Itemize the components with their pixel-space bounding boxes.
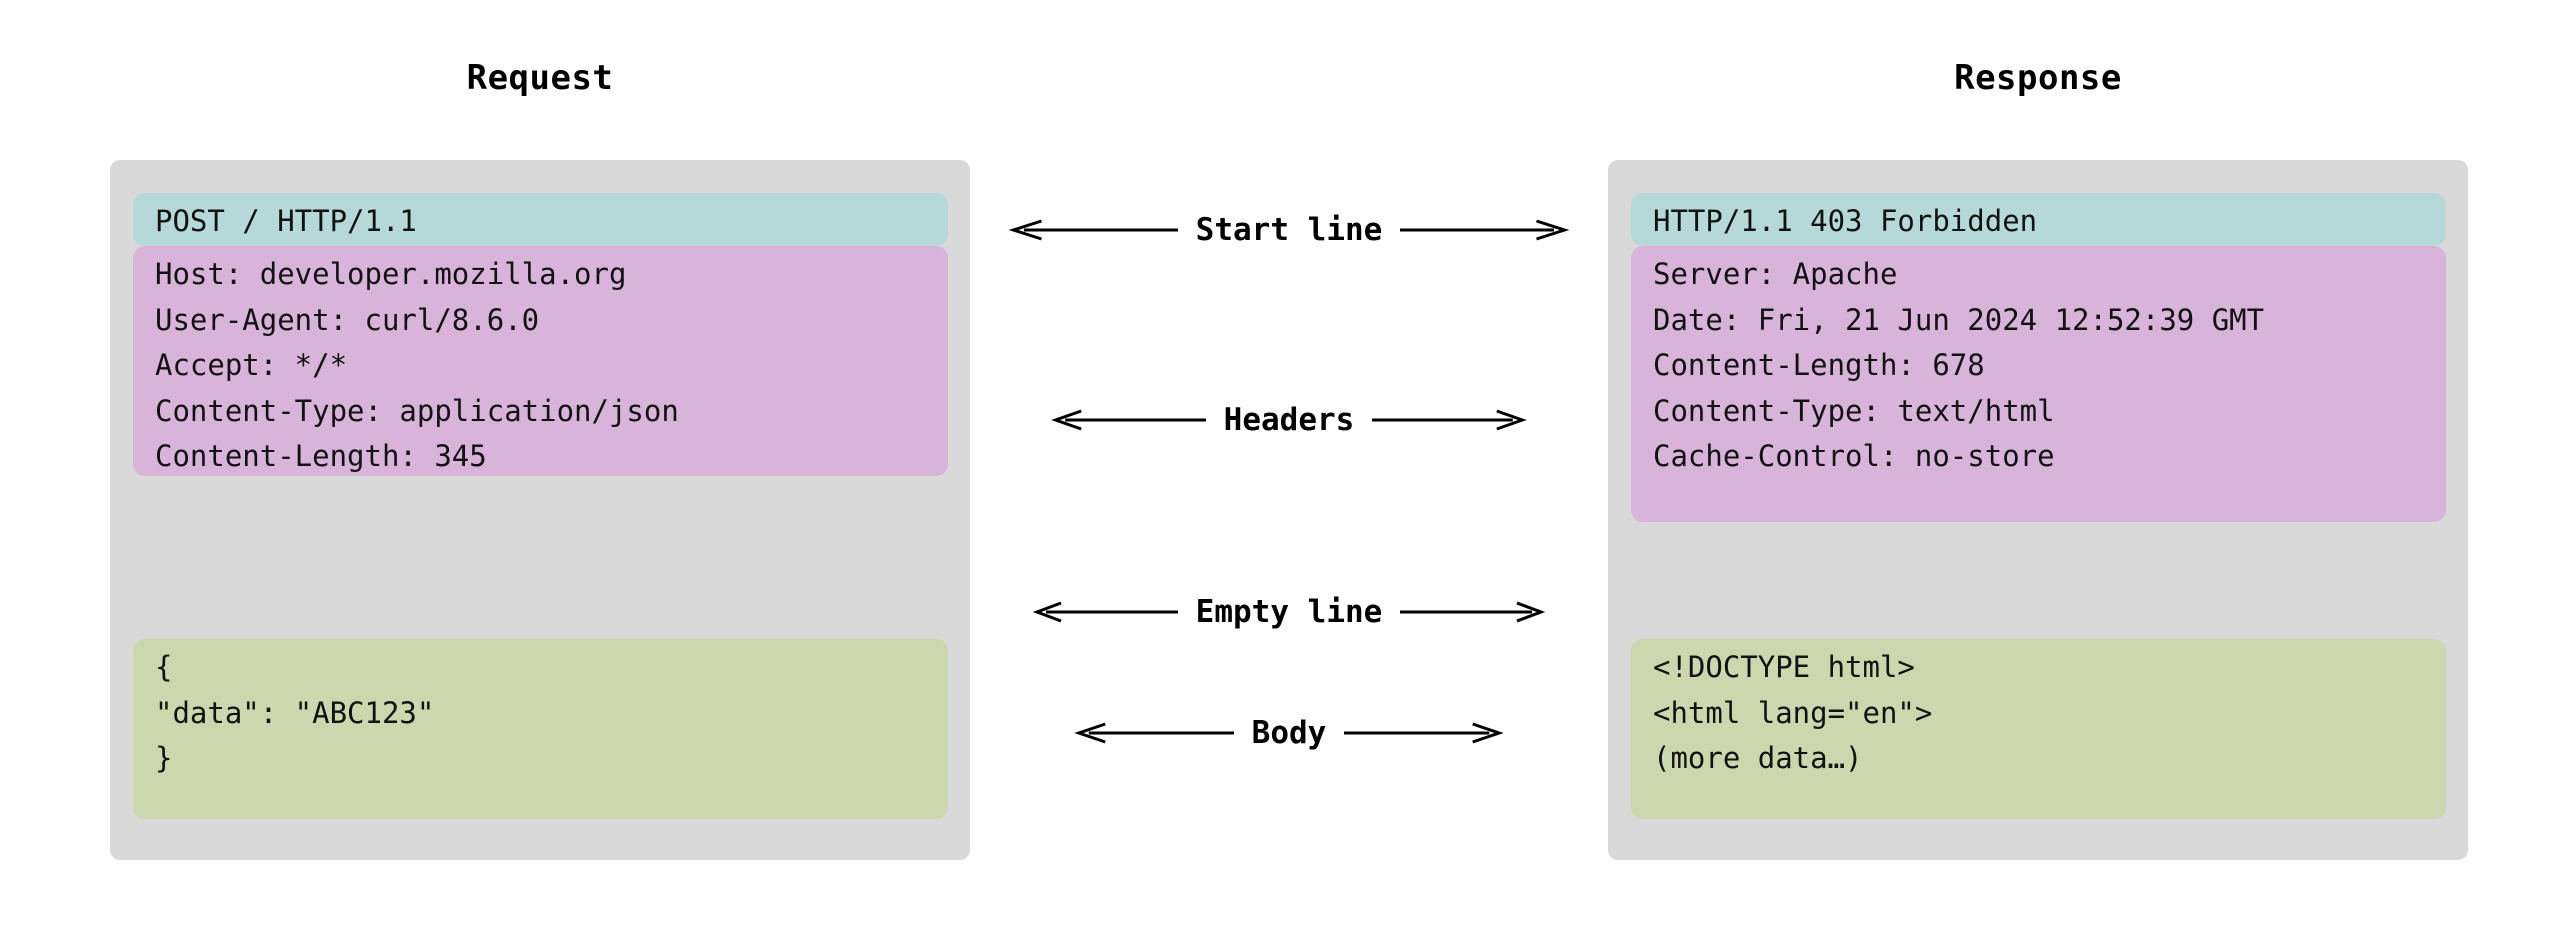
arrow-right-icon [1372, 407, 1532, 433]
request-start-line-text: POST / HTTP/1.1 [155, 204, 417, 238]
response-start-line-block: HTTP/1.1 403 Forbidden [1631, 193, 2446, 246]
arrow-left-icon [1069, 720, 1234, 746]
response-header-line: Server: Apache [1653, 257, 1898, 291]
annotation-body: Body [970, 711, 1608, 755]
request-body-line: { [155, 650, 173, 684]
response-header-line: Cache-Control: no-store [1653, 439, 2055, 473]
request-header-line: Content-Type: application/json [155, 393, 679, 428]
response-header-line: Content-Length: 678 [1653, 348, 1985, 382]
request-body-block: { "data": "ABC123" } [133, 639, 948, 819]
annotation-label: Body [1251, 715, 1327, 751]
arrow-left-icon [1046, 407, 1206, 433]
request-header-line: Accept: */* [155, 348, 348, 382]
request-headers-block: Host: developer.mozilla.org User-Agent: … [133, 246, 948, 476]
response-header-line: Date: Fri, 21 Jun 2024 12:52:39 GMT [1653, 302, 2265, 337]
response-body-line: <html lang="en"> [1653, 695, 1933, 730]
response-start-line-text: HTTP/1.1 403 Forbidden [1653, 204, 2038, 238]
request-header-line: Content-Length: 345 [155, 439, 487, 473]
annotation-label: Start line [1195, 212, 1383, 248]
arrow-right-icon [1400, 599, 1550, 625]
request-body-line: } [155, 741, 173, 775]
request-column-title: Request [466, 58, 614, 98]
annotation-start-line: Start line [970, 208, 1608, 252]
arrow-right-icon [1344, 720, 1509, 746]
response-body-line: <!DOCTYPE html> [1653, 650, 1915, 684]
response-headers-block: Server: Apache Date: Fri, 21 Jun 2024 12… [1631, 246, 2446, 522]
response-body-line: (more data…) [1653, 741, 1863, 775]
response-body-block: <!DOCTYPE html> <html lang="en"> (more d… [1631, 639, 2446, 819]
request-header-line: User-Agent: curl/8.6.0 [155, 302, 540, 337]
annotation-label: Empty line [1195, 594, 1383, 630]
request-body-line: "data": "ABC123" [155, 695, 435, 730]
response-column-title: Response [1954, 58, 2122, 98]
request-start-line-block: POST / HTTP/1.1 [133, 193, 948, 246]
annotation-label: Headers [1223, 402, 1355, 438]
response-header-line: Content-Type: text/html [1653, 393, 2055, 428]
arrow-left-icon [1028, 599, 1178, 625]
annotation-empty-line: Empty line [970, 590, 1608, 634]
arrow-left-icon [1003, 217, 1178, 243]
annotation-headers: Headers [970, 398, 1608, 442]
request-header-line: Host: developer.mozilla.org [155, 257, 627, 291]
arrow-right-icon [1400, 217, 1575, 243]
